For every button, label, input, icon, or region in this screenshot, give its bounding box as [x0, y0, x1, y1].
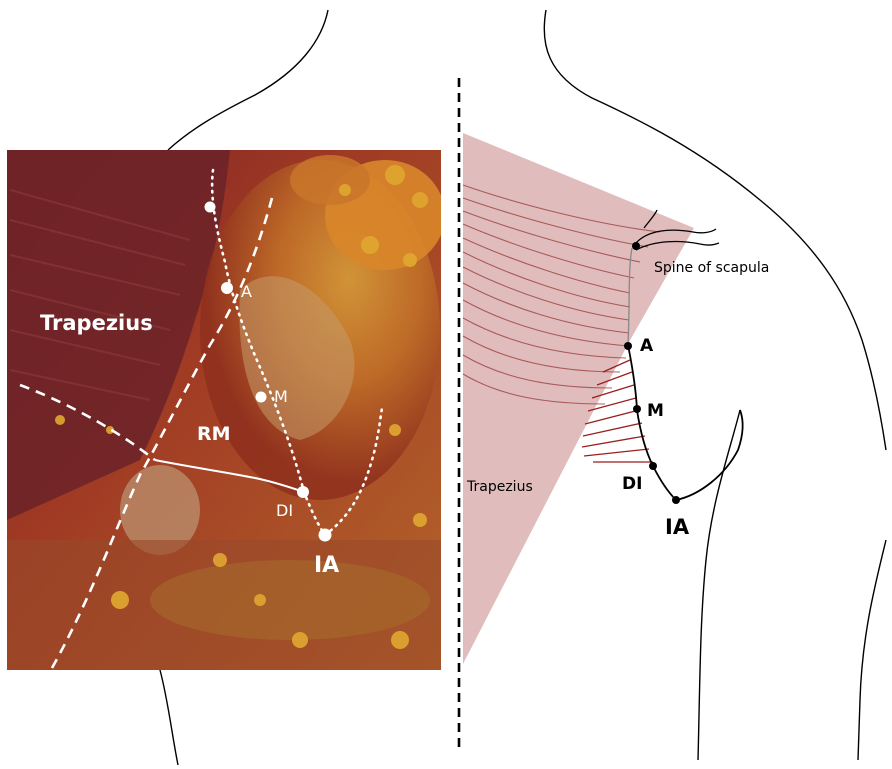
photo-label-di: DI — [276, 501, 293, 520]
photo-label-ia: IA — [314, 553, 339, 578]
schematic-label-trapezius: Trapezius — [466, 479, 533, 495]
dissection-photo — [7, 150, 445, 670]
schematic-marker-di — [649, 462, 657, 470]
label-spine-of-scapula: Spine of scapula — [654, 260, 769, 276]
photo-label-m: M — [274, 387, 288, 406]
scapula-inferior-angle-curve — [676, 410, 743, 500]
photo-label-trapezius: Trapezius — [40, 311, 153, 335]
trapezius-region — [463, 133, 694, 664]
photo-marker-di — [297, 486, 309, 498]
schematic-label-di: DI — [622, 474, 642, 494]
schematic-label-m: M — [647, 401, 664, 421]
photo-marker-m — [256, 392, 267, 403]
left-torso-line — [160, 670, 178, 765]
schematic-label-ia: IA — [665, 515, 690, 539]
photo-label-a: A — [241, 282, 252, 301]
schematic-marker-ia — [672, 496, 680, 504]
schematic-label-a: A — [640, 336, 654, 356]
left-neck-line — [168, 10, 328, 150]
right-trunk-line — [698, 410, 740, 760]
photo-marker-superior — [205, 202, 216, 213]
right-arm-line — [858, 540, 886, 760]
photo-label-rm: RM — [197, 423, 231, 445]
photo-marker-ia — [319, 529, 332, 542]
schematic-marker-a — [624, 342, 632, 350]
photo-marker-a — [221, 282, 233, 294]
schematic-marker-spine — [632, 242, 640, 250]
schematic-marker-m — [633, 405, 641, 413]
